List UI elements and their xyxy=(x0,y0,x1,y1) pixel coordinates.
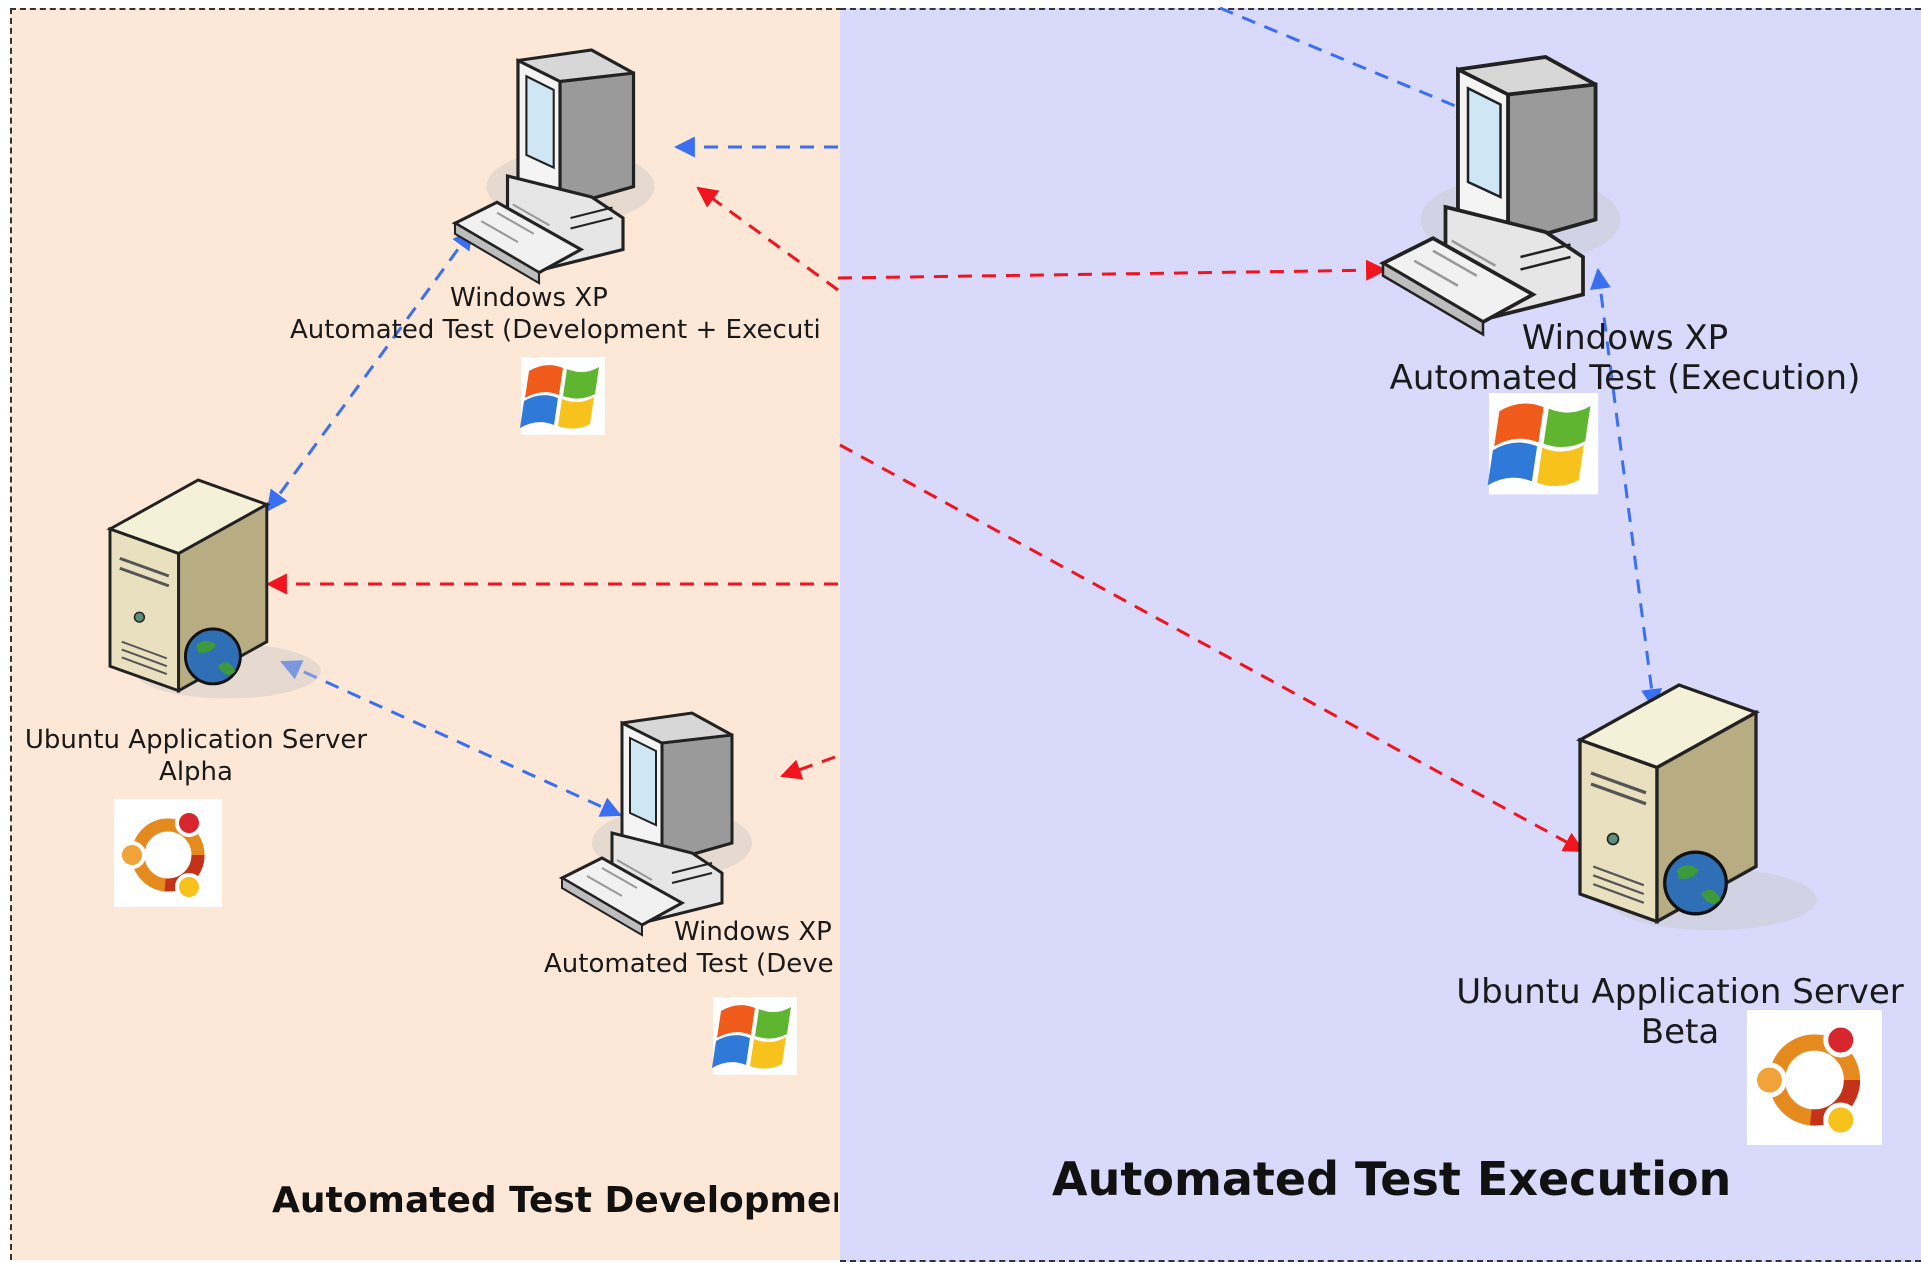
link-devexec-alpha xyxy=(266,228,474,512)
node-title: Ubuntu Application Server xyxy=(24,725,368,755)
workstation-icon xyxy=(1381,55,1623,337)
link-alpha-winxp-dev xyxy=(280,660,622,817)
winxp-dev-label: Windows XP Automated Test (Deve xyxy=(544,916,834,980)
node-title: Windows XP xyxy=(450,283,608,313)
node-role: Alpha xyxy=(159,757,233,787)
winxp-dev-exec-label: Windows XP Automated Test (Development +… xyxy=(290,282,821,346)
link-red-to-winxp-exec xyxy=(837,259,1388,281)
winxp-exec-label: Windows XP Automated Test (Execution) xyxy=(1380,318,1870,398)
link-winxp-exec-beta xyxy=(1589,267,1663,711)
link-red-to-winxp-dev-exec xyxy=(696,186,839,292)
development-zone-text-clip: Windows XP Automated Test (Development +… xyxy=(0,0,838,1261)
link-red-to-beta xyxy=(839,443,1585,853)
node-role: Automated Test (Execution) xyxy=(1389,358,1861,398)
node-title: Windows XP xyxy=(674,917,832,947)
windows-logo-icon xyxy=(1487,393,1599,495)
link-top-to-winxp-exec xyxy=(1219,6,1479,118)
development-zone-title: Automated Test Developmen xyxy=(272,1180,838,1221)
connector-lines xyxy=(265,6,1663,853)
execution-zone-title: Automated Test Execution xyxy=(1052,1152,1732,1206)
ubuntu-alpha-label: Ubuntu Application Server Alpha xyxy=(18,724,374,788)
zone-execution xyxy=(840,8,1921,1262)
node-role: Automated Test (Deve xyxy=(544,949,834,979)
node-role: Automated Test (Development + Executi xyxy=(290,315,821,345)
node-title: Windows XP xyxy=(1521,318,1729,358)
node-title: Ubuntu Application Server xyxy=(1456,972,1904,1012)
link-red-to-winxp-dev xyxy=(780,755,836,780)
node-role: Beta xyxy=(1640,1012,1720,1052)
server-icon xyxy=(1578,683,1819,932)
ubuntu-beta-label: Ubuntu Application Server Beta xyxy=(1450,972,1910,1052)
